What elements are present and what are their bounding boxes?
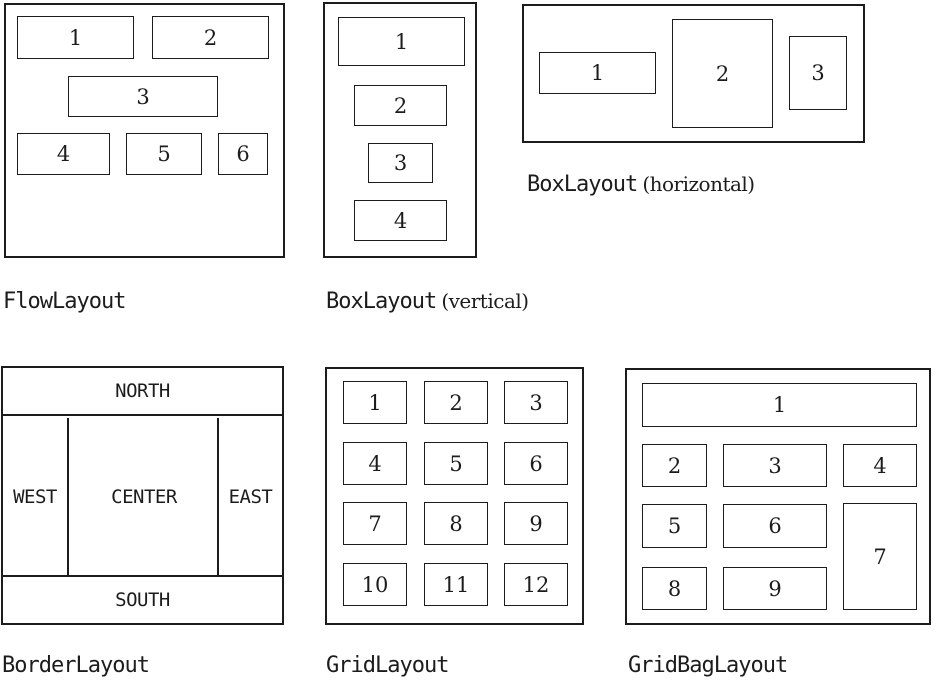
boxlayout-vertical-cell-2: 2 xyxy=(354,85,447,126)
boxlayout-vertical-cell-1: 1 xyxy=(338,17,465,66)
boxlayout-horizontal-caption-code: BoxLayout xyxy=(527,172,638,197)
boxlayout-horizontal-caption-qualifier: (horizontal) xyxy=(642,172,755,196)
boxlayout-vertical-cell-3: 3 xyxy=(368,143,433,183)
gridlayout-panel: 1 2 3 4 5 6 7 8 9 10 11 12 xyxy=(325,367,584,625)
gridbaglayout-cell-7: 7 xyxy=(843,503,917,610)
gridbaglayout-cell-1: 1 xyxy=(642,383,917,427)
gridbaglayout-cell-5: 5 xyxy=(642,504,707,548)
boxlayout-horizontal-cell-1: 1 xyxy=(539,52,656,94)
borderlayout-region-south: SOUTH xyxy=(3,575,282,623)
boxlayout-vertical-cell-4: 4 xyxy=(354,200,447,241)
gridlayout-cell-8: 8 xyxy=(424,502,488,545)
flowlayout-panel: 1 2 3 4 5 6 xyxy=(4,3,285,258)
gridlayout-cell-3: 3 xyxy=(504,381,568,424)
flowlayout-caption: FlowLayout xyxy=(3,289,126,314)
flowlayout-caption-code: FlowLayout xyxy=(3,289,126,314)
gridlayout-cell-7: 7 xyxy=(343,502,407,545)
gridlayout-cell-4: 4 xyxy=(343,442,407,485)
gridlayout-cell-1: 1 xyxy=(343,381,407,424)
gridlayout-cell-6: 6 xyxy=(504,442,568,485)
borderlayout-region-center: CENTER xyxy=(111,485,177,508)
boxlayout-vertical-caption-code: BoxLayout xyxy=(326,289,437,314)
gridbaglayout-cell-9: 9 xyxy=(723,567,827,610)
gridbaglayout-cell-8: 8 xyxy=(642,567,707,610)
borderlayout-region-west: WEST xyxy=(3,418,69,575)
boxlayout-horizontal-cell-3: 3 xyxy=(789,36,847,110)
gridbaglayout-cell-4: 4 xyxy=(843,444,917,487)
boxlayout-vertical-caption-qualifier: (vertical) xyxy=(441,289,529,313)
boxlayout-horizontal-panel: 1 2 3 xyxy=(522,4,865,143)
gridlayout-cell-2: 2 xyxy=(424,381,488,424)
gridbaglayout-cell-2: 2 xyxy=(642,444,707,487)
gridbaglayout-cell-6: 6 xyxy=(723,504,827,548)
flowlayout-cell-2: 2 xyxy=(152,16,269,59)
boxlayout-horizontal-cell-2: 2 xyxy=(672,19,773,128)
boxlayout-vertical-panel: 1 2 3 4 xyxy=(323,2,477,258)
gridlayout-cell-11: 11 xyxy=(424,563,488,606)
flowlayout-cell-4: 4 xyxy=(17,133,110,175)
borderlayout-region-north: NORTH xyxy=(3,368,282,416)
gridbaglayout-caption: GridBagLayout xyxy=(628,653,788,678)
boxlayout-horizontal-caption: BoxLayout (horizontal) xyxy=(527,172,755,197)
borderlayout-region-east: EAST xyxy=(217,418,282,575)
borderlayout-caption-code: BorderLayout xyxy=(2,653,150,678)
gridlayout-cell-10: 10 xyxy=(343,563,407,606)
gridlayout-caption: GridLayout xyxy=(326,653,449,678)
gridbaglayout-panel: 1 2 3 4 5 6 7 8 9 xyxy=(625,368,931,625)
gridlayout-cell-5: 5 xyxy=(424,442,488,485)
boxlayout-vertical-caption: BoxLayout (vertical) xyxy=(326,289,529,314)
flowlayout-cell-3: 3 xyxy=(68,76,218,117)
borderlayout-panel: NORTH WEST CENTER EAST SOUTH xyxy=(1,366,284,625)
flowlayout-cell-5: 5 xyxy=(126,133,202,175)
flowlayout-cell-1: 1 xyxy=(17,16,134,59)
gridlayout-cell-9: 9 xyxy=(504,502,568,545)
gridlayout-caption-code: GridLayout xyxy=(326,653,449,678)
flowlayout-cell-6: 6 xyxy=(218,133,268,175)
borderlayout-caption: BorderLayout xyxy=(2,653,150,678)
gridbaglayout-cell-3: 3 xyxy=(723,444,827,487)
gridbaglayout-caption-code: GridBagLayout xyxy=(628,653,788,678)
gridlayout-cell-12: 12 xyxy=(504,563,568,606)
